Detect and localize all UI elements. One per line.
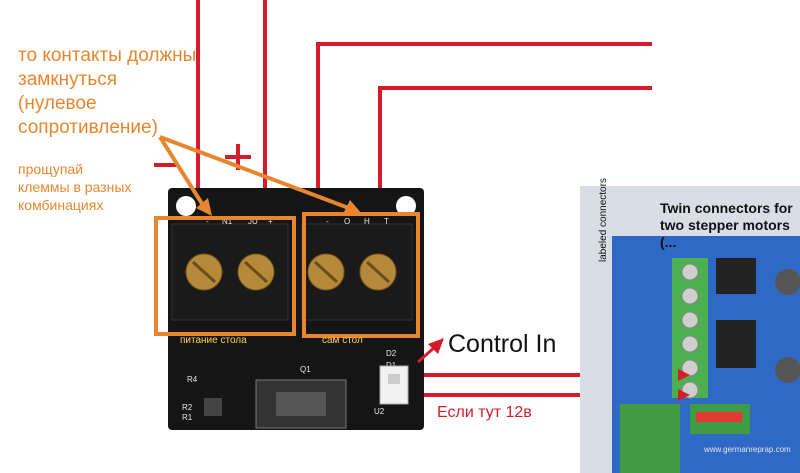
annotation-line: клеммы в разных (18, 179, 132, 195)
wires (196, 0, 690, 397)
bed-power-label: питание стола (180, 335, 247, 346)
ramps-side-label: labeled connectors (598, 178, 609, 262)
annotation-main-text: то контакты должны замкнуться (нулевое с… (18, 44, 196, 140)
svg-text:R1: R1 (182, 413, 193, 422)
svg-text:U2: U2 (374, 407, 385, 416)
annotation-line: комбинациях (18, 197, 104, 213)
orange-highlights (154, 212, 420, 338)
svg-text:H: H (364, 217, 370, 226)
svg-text:Q1: Q1 (300, 365, 311, 374)
orange-arrows (158, 135, 355, 212)
ramps-title-line: two stepper motors (... (660, 217, 790, 250)
svg-text:JU: JU (248, 217, 258, 226)
annotation-line: то контакты должны (18, 45, 197, 66)
svg-text:R2: R2 (182, 403, 193, 412)
control-in-label: Control In (448, 330, 557, 358)
svg-text:D2: D2 (386, 349, 397, 358)
annotation-line: сопротивление) (18, 117, 158, 138)
annotation-probe-text: прощупай клеммы в разных комбинациях (18, 160, 131, 214)
annotation-line: замкнуться (18, 69, 118, 90)
ramps-title-line: Twin connectors for (660, 200, 793, 216)
annotation-line: (нулевое (18, 93, 97, 114)
svg-text:-: - (326, 217, 329, 226)
svg-text:R4: R4 (187, 375, 198, 384)
if-12v-label: Если тут 12в (437, 404, 532, 421)
svg-text:+: + (268, 217, 273, 226)
svg-text:www.germanreprap.com: www.germanreprap.com (703, 445, 791, 454)
bed-label: сам стол (322, 335, 363, 346)
ramps-board: www.germanreprap.com (580, 186, 800, 473)
svg-text:O: O (344, 217, 350, 226)
svg-text:N1: N1 (222, 217, 233, 226)
ramps-title: Twin connectors for two stepper motors (… (660, 200, 800, 251)
red-arrow (417, 338, 444, 364)
annotation-line: прощупай (18, 161, 84, 177)
orange-arrowheads (196, 198, 362, 216)
svg-text:T: T (384, 217, 389, 226)
svg-text:-: - (206, 217, 209, 226)
ramps-arrows (678, 369, 690, 401)
